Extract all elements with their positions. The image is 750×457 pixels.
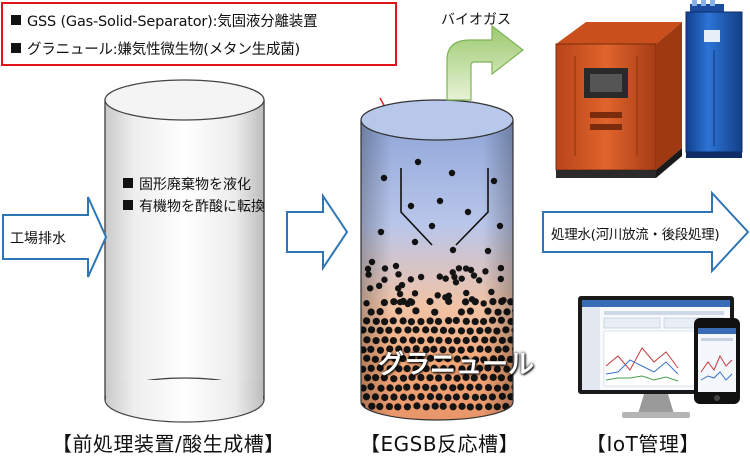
inflow-label: 工場排水 [10,231,66,247]
granule-particle [354,337,361,344]
pretreatment-tank [104,79,265,423]
granule-particle [392,262,400,270]
pretreatment-bullet-2: 有機物を酢酸に転換 [123,196,265,216]
granule-particle [484,247,492,255]
granule-particle [414,158,422,166]
bullet-square-icon [123,178,133,188]
inflow-arrow [2,196,108,278]
granule-particle [361,393,362,401]
pretreatment-bullet-1: 固形廃棄物を液化 [123,174,251,194]
caption-iot: 【IoT管理】 [586,432,700,456]
granule-particle [496,222,504,230]
granule-particle [428,222,436,230]
granule-label: グラニュール [378,350,535,380]
biogas-label: バイオガス [441,12,511,28]
legend-text-granule: グラニュール:嫌気性微生物(メタン生成菌) [27,42,300,58]
granule-particle [368,258,376,266]
transfer-arrow [286,192,349,272]
granule-particle [448,169,456,177]
bullet-square-icon [11,43,21,53]
granule-particle [380,174,388,182]
caption-egsb: 【EGSB反応槽】 [360,432,520,456]
outflow-label: 処理水(河川放流・後段処理) [551,227,720,243]
legend-item-gss: GSS (Gas-Solid-Separator):気固液分離装置 [11,10,318,31]
granule-particle [377,228,385,236]
pretreatment-text-2: 有機物を酢酸に転換 [139,199,265,215]
gss-right-wall [455,168,489,246]
granule-particle [467,266,475,274]
legend-box: GSS (Gas-Solid-Separator):気固液分離装置 グラニュール… [1,2,397,66]
pretreatment-text-1: 固形廃棄物を液化 [139,177,251,193]
outflow-arrow [542,190,750,274]
legend-text-gss: GSS (Gas-Solid-Separator):気固液分離装置 [27,14,318,30]
legend-item-granule: グラニュール:嫌気性微生物(メタン生成菌) [11,38,300,59]
free-granules [368,158,504,274]
biogas-arrow [446,24,524,101]
bullet-square-icon [11,15,21,25]
cabinet-illustration [685,0,743,158]
granule-particle [411,238,419,246]
caption-pretreatment: 【前処理装置/酸生成槽】 [52,432,285,456]
granule-particle [490,177,498,185]
smartphone-illustration [694,318,740,404]
granule-particle [407,202,415,210]
egsb-tank [354,99,514,421]
granule-particle [361,355,362,363]
bullet-square-icon [123,200,133,210]
granule-particle [361,317,362,325]
generator-illustration [555,22,682,178]
gss-left-wall [400,168,433,246]
granule-particle [449,246,457,254]
granule-particle [436,197,444,205]
granule-particle [464,208,472,216]
